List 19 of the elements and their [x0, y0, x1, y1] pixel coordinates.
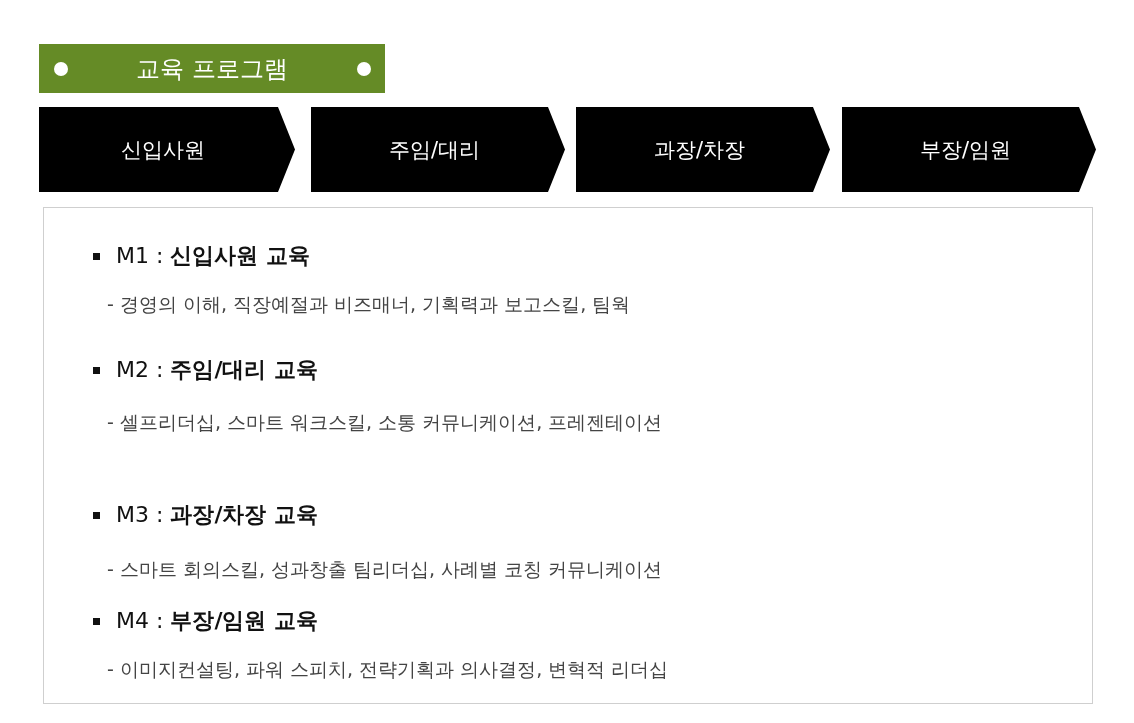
item-description: - 경영의 이해, 직장예절과 비즈매너, 기획력과 보고스킬, 팀웍	[107, 292, 631, 317]
content-panel	[43, 456, 1093, 704]
section-heading: M4 : 부장/임원 교육	[116, 607, 319, 635]
section-heading: M1 : 신입사원 교육	[116, 242, 311, 270]
item-description: - 스마트 회의스킬, 성과창출 팀리더십, 사례별 코칭 커뮤니케이션	[107, 557, 663, 582]
chevron-step	[842, 107, 1096, 192]
step-label: 주임/대리	[389, 137, 481, 164]
title-text: 교육 프로그램	[136, 53, 288, 85]
step-label: 과장/차장	[654, 137, 746, 164]
step-label: 부장/임원	[920, 137, 1012, 164]
section-heading: M3 : 과장/차장 교육	[116, 501, 319, 529]
step-label: 신입사원	[121, 137, 205, 164]
content-panel	[43, 207, 1093, 457]
chevron-step	[39, 107, 295, 192]
chevron-step	[576, 107, 830, 192]
item-description: - 셀프리더십, 스마트 워크스킬, 소통 커뮤니케이션, 프레젠테이션	[107, 410, 663, 435]
chevron-step	[311, 107, 565, 192]
item-description: - 이미지컨설팅, 파워 스피치, 전략기획과 의사결정, 변혁적 리더십	[107, 657, 669, 682]
section-heading: M2 : 주임/대리 교육	[116, 356, 319, 384]
